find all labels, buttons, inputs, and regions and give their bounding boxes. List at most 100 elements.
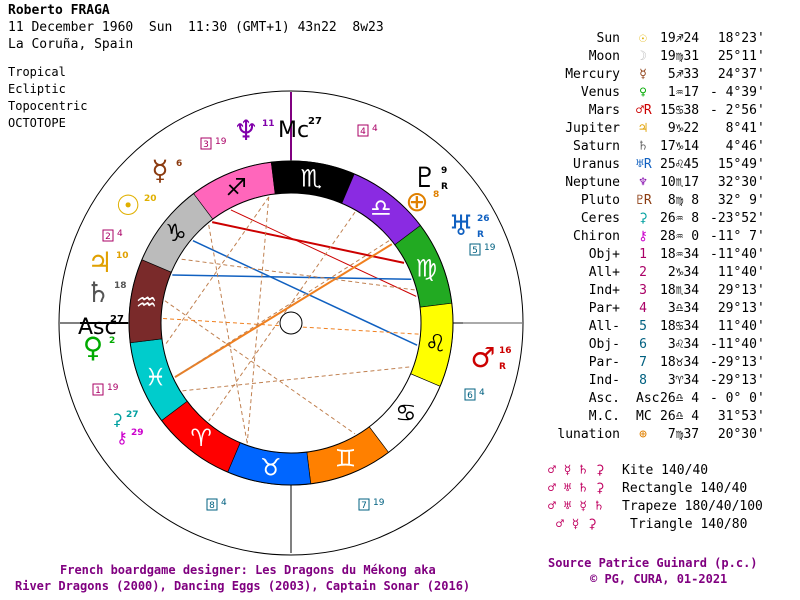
system-zodiac: Tropical bbox=[8, 65, 66, 79]
configuration-glyphs: ♂ ☿ ⚳ bbox=[556, 517, 597, 532]
uranus-retro-degree: 26 bbox=[477, 214, 490, 224]
sun-degree: 20 bbox=[144, 194, 157, 204]
position-longitude: 26♎ 4 bbox=[660, 409, 700, 424]
position-latitude: -11°40' bbox=[710, 337, 765, 352]
position-name: Obj- bbox=[588, 337, 620, 352]
configuration-row: ♂ ☿ ♄ ⚳Kite 140/40 bbox=[548, 463, 708, 478]
position-latitude: - 0° 0' bbox=[710, 391, 765, 406]
position-latitude: 15°49' bbox=[710, 157, 765, 172]
position-name: Par+ bbox=[588, 301, 620, 316]
point-degree-6: 4 bbox=[479, 388, 485, 398]
configuration-glyphs: ♂ ♅ ☿ ♄ bbox=[548, 499, 603, 514]
configuration-label: Trapeze 180/40/100 bbox=[622, 499, 763, 514]
position-row: Moon☽19♍31 25°11' bbox=[540, 49, 800, 67]
neptune-glyph: ♆ bbox=[233, 114, 258, 147]
position-longitude: 1♒17 bbox=[660, 85, 700, 100]
sign-glyph-aquarius: ♒ bbox=[136, 289, 158, 317]
sign-glyph-virgo: ♍ bbox=[416, 254, 438, 282]
position-name: Pluto bbox=[580, 193, 620, 208]
position-name: Chiron bbox=[573, 229, 620, 244]
point-box-5 bbox=[469, 243, 481, 256]
point-box-4 bbox=[357, 124, 369, 137]
point-degree-1: 19 bbox=[107, 383, 119, 393]
position-glyph: MC bbox=[636, 409, 652, 424]
configuration-label: Triangle 140/80 bbox=[630, 517, 748, 532]
position-latitude: 20°30' bbox=[710, 427, 765, 442]
position-row: All+2 2♑34 11°40' bbox=[540, 265, 800, 283]
lunation-glyph: ⊕ bbox=[405, 185, 428, 218]
point-degree-7: 19 bbox=[373, 498, 385, 508]
configuration-row: ♂ ♅ ☿ ♄ Trapeze 180/40/100 bbox=[548, 499, 763, 514]
point-label-2: 2 bbox=[105, 232, 111, 242]
position-name: Ceres bbox=[580, 211, 620, 226]
position-latitude: 29°13' bbox=[710, 283, 765, 298]
aspect-line bbox=[164, 196, 270, 346]
position-glyph: ☿ bbox=[639, 67, 647, 82]
footer-copyright: © PG, CURA, 01-2021 bbox=[590, 572, 728, 586]
position-glyph: 2 bbox=[639, 265, 647, 280]
footer-bio-1: French boardgame designer: Les Dragons d… bbox=[60, 563, 436, 577]
position-glyph: ♆ bbox=[639, 175, 647, 190]
position-glyph: 3 bbox=[639, 283, 647, 298]
sign-glyph-taurus: ♉ bbox=[260, 454, 282, 482]
position-latitude: 4°46' bbox=[710, 139, 765, 154]
position-row: Jupiter♃ 9♑22 8°41' bbox=[540, 121, 800, 139]
position-name: Sun bbox=[596, 31, 620, 46]
outer-circle bbox=[58, 90, 524, 556]
position-latitude: -29°13' bbox=[710, 355, 765, 370]
venus-degree: 2 bbox=[109, 336, 115, 346]
position-row: Saturn♄17♑14 4°46' bbox=[540, 139, 800, 157]
position-row: Ind-8 3♈34-29°13' bbox=[540, 373, 800, 391]
point-label-8: 8 bbox=[209, 501, 215, 511]
position-name: Neptune bbox=[565, 175, 620, 190]
position-longitude: 28♒ 0 bbox=[660, 229, 700, 244]
pluto-retro-mark: R bbox=[441, 182, 448, 192]
position-glyph: ♀ bbox=[639, 85, 647, 100]
position-latitude: - 4°39' bbox=[710, 85, 765, 100]
position-row: Neptune♆10♏17 32°30' bbox=[540, 175, 800, 193]
aspect-line bbox=[192, 240, 418, 346]
pluto-glyph: ♇ bbox=[412, 161, 437, 194]
birth-data: 11 December 1960 Sun 11:30 (GMT+1) 43n22… bbox=[8, 20, 384, 35]
aspect-line bbox=[180, 258, 415, 291]
mars-retro-glyph: ♂ bbox=[470, 341, 495, 374]
position-name: M.C. bbox=[588, 409, 620, 424]
mars-retro-degree: 16 bbox=[499, 346, 512, 356]
aspect-line bbox=[164, 300, 356, 435]
position-glyph: ♂R bbox=[636, 103, 652, 118]
point-label-4: 4 bbox=[360, 127, 366, 137]
ceres-glyph: ⚳ bbox=[111, 410, 123, 429]
position-longitude: 18♋34 bbox=[660, 319, 700, 334]
neptune-degree: 11 bbox=[262, 119, 275, 129]
aspect-line bbox=[230, 209, 417, 297]
position-latitude: 29°13' bbox=[710, 301, 765, 316]
position-latitude: 25°11' bbox=[710, 49, 765, 64]
ring-outer-edge bbox=[128, 160, 454, 486]
footer-bio-2: River Dragons (2000), Dancing Eggs (2003… bbox=[15, 579, 471, 593]
system-coordinates: Ecliptic bbox=[8, 82, 66, 96]
position-row: lunation⊕ 7♍37 20°30' bbox=[540, 427, 800, 445]
position-row: Sun☉19♐24 18°23' bbox=[540, 31, 800, 49]
footer-source: Source Patrice Guinard (p.c.) bbox=[548, 556, 758, 570]
configuration-label: Kite 140/40 bbox=[622, 463, 709, 478]
point-box-7 bbox=[358, 498, 370, 511]
sign-glyph-pisces: ♓ bbox=[145, 364, 167, 392]
point-label-5: 5 bbox=[472, 246, 478, 256]
position-name: Ind- bbox=[588, 373, 620, 388]
venus-glyph: ♀ bbox=[83, 331, 104, 364]
point-degree-4: 4 bbox=[372, 124, 378, 134]
position-longitude: 17♑14 bbox=[660, 139, 700, 154]
position-row: Venus♀ 1♒17- 4°39' bbox=[540, 85, 800, 103]
lunation-degree: 8 bbox=[433, 190, 439, 200]
position-row: Pluto♇R 8♍ 8 32° 9' bbox=[540, 193, 800, 211]
position-name: Par- bbox=[588, 355, 620, 370]
position-glyph: ♄ bbox=[639, 139, 647, 154]
system-house: OCTOTOPE bbox=[8, 116, 66, 130]
asc-degree: 27 bbox=[110, 314, 124, 325]
point-label-6: 6 bbox=[467, 391, 473, 401]
position-glyph: ⚷ bbox=[638, 229, 648, 244]
